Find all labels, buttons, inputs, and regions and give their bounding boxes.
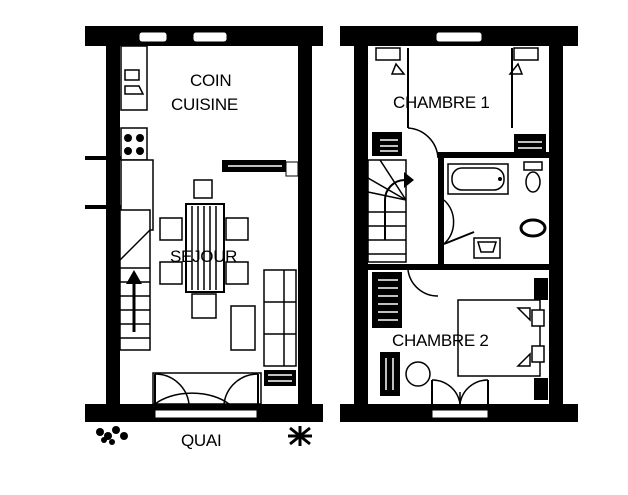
radiator xyxy=(534,378,548,400)
burner-icon xyxy=(124,147,132,155)
upper-right-wall xyxy=(549,46,563,414)
closet xyxy=(513,47,539,61)
window-icon xyxy=(138,31,168,43)
door-swing xyxy=(154,392,230,405)
bidet xyxy=(519,218,547,238)
room-label-cuisine: CUISINE xyxy=(171,95,238,114)
burner-icon xyxy=(136,147,144,155)
nightstand xyxy=(531,345,545,363)
ground-left-wall xyxy=(106,46,120,414)
partition-wall xyxy=(438,152,550,158)
washbasin xyxy=(473,237,501,259)
chair xyxy=(225,217,249,241)
door-swing xyxy=(443,199,455,245)
nightstand xyxy=(531,309,545,327)
sink-icon xyxy=(124,69,145,95)
radiator xyxy=(372,272,402,328)
room-label-coin: COIN xyxy=(190,71,231,90)
radiator xyxy=(372,132,402,156)
plant-icon xyxy=(288,426,312,446)
upper-floor: CHAMBRE 1 CHAMBRE 2 xyxy=(340,26,578,422)
ground-floor: COIN CUISINE SEJOUR QUAI xyxy=(85,26,323,450)
double-bed xyxy=(457,299,541,377)
ground-right-wall xyxy=(298,46,312,414)
stove xyxy=(120,127,148,161)
door-sill-icon xyxy=(154,409,258,419)
plant-icon xyxy=(96,426,128,445)
room-label-sejour: SEJOUR xyxy=(170,247,237,266)
chair xyxy=(193,179,213,199)
door-swing xyxy=(407,127,439,159)
arrow-icon xyxy=(404,172,414,188)
door-sill-icon xyxy=(431,409,489,419)
desk xyxy=(380,352,400,396)
window-icon xyxy=(192,31,228,43)
wall-stub xyxy=(85,156,125,160)
chair xyxy=(159,261,183,285)
shelf-end xyxy=(285,161,299,177)
radiator xyxy=(264,370,296,386)
coffee-table xyxy=(230,305,256,351)
chair xyxy=(159,217,183,241)
room-label-chambre-1: CHAMBRE 1 xyxy=(393,93,490,112)
burner-icon xyxy=(124,134,132,142)
sofa xyxy=(263,269,297,367)
outside-label-quai: QUAI xyxy=(181,431,221,450)
stool xyxy=(405,361,431,387)
room-label-chambre-2: CHAMBRE 2 xyxy=(392,331,489,350)
toilet xyxy=(523,161,543,171)
window-icon xyxy=(435,31,483,43)
staircase xyxy=(367,159,407,263)
closet xyxy=(375,47,401,61)
upper-left-wall xyxy=(354,46,368,414)
burner-icon xyxy=(136,134,144,142)
door-swing xyxy=(407,269,439,297)
radiator xyxy=(514,134,546,154)
radiator xyxy=(534,278,548,300)
chair xyxy=(191,293,217,319)
chair xyxy=(225,261,249,285)
wall-stub xyxy=(85,205,125,209)
